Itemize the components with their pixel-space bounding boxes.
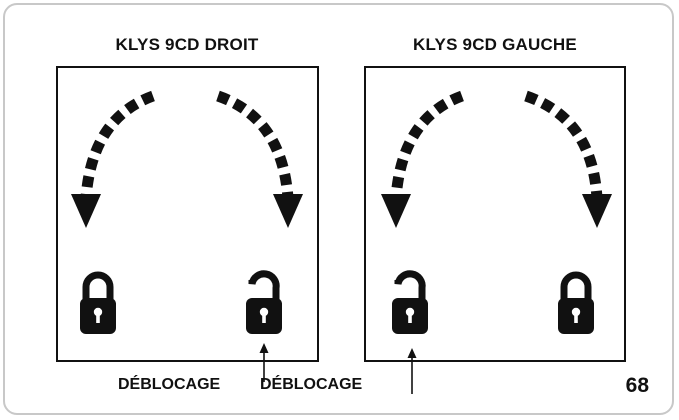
rotation-arrow-left-1 [71,90,155,228]
rotation-arrow-right-2 [524,90,612,228]
pointer-arrow-1 [259,343,269,382]
panel-title-gauche: KLYS 9CD GAUCHE [413,35,577,54]
panel-gauche-frame [364,66,626,362]
lock-open-icon [246,274,282,334]
figure-card [3,3,674,415]
rotation-arrow-left-2 [381,90,465,228]
unlock-label-1: DÉBLOCAGE [118,376,221,393]
panel-title-droit: KLYS 9CD DROIT [115,35,259,54]
lock-open-icon [392,274,428,334]
pointer-arrow-2 [407,348,417,394]
page-number: 68 [625,374,649,397]
rotation-arrow-right-1 [216,90,303,228]
lock-closed-icon [80,275,116,334]
unlock-label-2: DÉBLOCAGE [260,376,363,393]
lock-closed-icon [558,275,594,334]
panel-droit-frame [56,66,319,362]
